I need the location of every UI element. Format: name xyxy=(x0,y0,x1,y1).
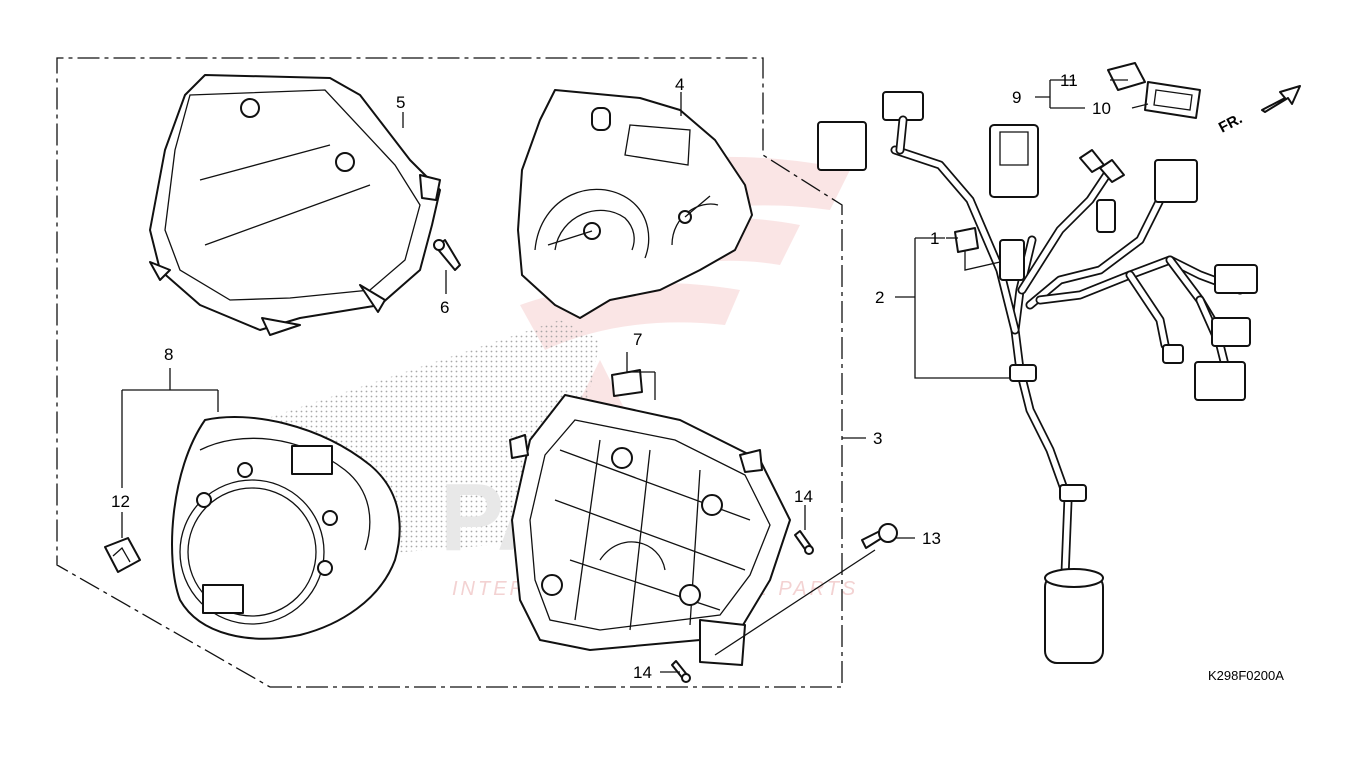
part-13-bolt[interactable] xyxy=(861,523,898,549)
part-10-relay-unit[interactable] xyxy=(1144,81,1201,119)
callout-12: 12 xyxy=(111,492,130,511)
callout-2: 2 xyxy=(875,288,884,307)
callout-4: 4 xyxy=(675,75,684,94)
part-2-wire-harness[interactable] xyxy=(817,91,1258,664)
callout-leader-lines xyxy=(121,79,1149,673)
callout-7: 7 xyxy=(633,330,642,349)
front-arrow-icon xyxy=(1261,85,1301,113)
part-4-meter-panel[interactable] xyxy=(517,89,753,319)
callout-13: 13 xyxy=(922,529,941,548)
callout-9: 9 xyxy=(1012,88,1021,107)
part-12-emblem[interactable] xyxy=(104,537,141,573)
assembly-frame-outline xyxy=(56,57,843,688)
callout-numbers: 1 2 3 4 5 6 7 8 9 10 11 12 13 14 14 xyxy=(111,71,1111,682)
front-direction-indicator: FR. xyxy=(1216,85,1301,137)
callout-14-lower: 14 xyxy=(633,663,652,682)
part-6-screw[interactable] xyxy=(433,239,461,271)
callout-3: 3 xyxy=(873,429,882,448)
callout-14-upper: 14 xyxy=(794,487,813,506)
callout-6: 6 xyxy=(440,298,449,317)
callout-8: 8 xyxy=(164,345,173,364)
part-8-meter-case[interactable] xyxy=(171,416,401,640)
part-1-connector[interactable] xyxy=(954,227,1001,271)
part-11-relay-cap[interactable] xyxy=(1107,62,1146,91)
front-direction-label: FR. xyxy=(1216,110,1245,136)
callout-11: 11 xyxy=(1060,71,1078,90)
callout-10: 10 xyxy=(1092,99,1111,118)
callout-5: 5 xyxy=(396,93,405,112)
diagram-code: K298F0200A xyxy=(1208,668,1284,683)
part-5-meter-cover[interactable] xyxy=(149,74,441,336)
part-14-screw-upper[interactable] xyxy=(794,530,814,555)
callout-1: 1 xyxy=(930,229,939,248)
part-14-screw-lower[interactable] xyxy=(671,660,691,683)
part-3-meter-case-rear[interactable] xyxy=(509,369,791,666)
